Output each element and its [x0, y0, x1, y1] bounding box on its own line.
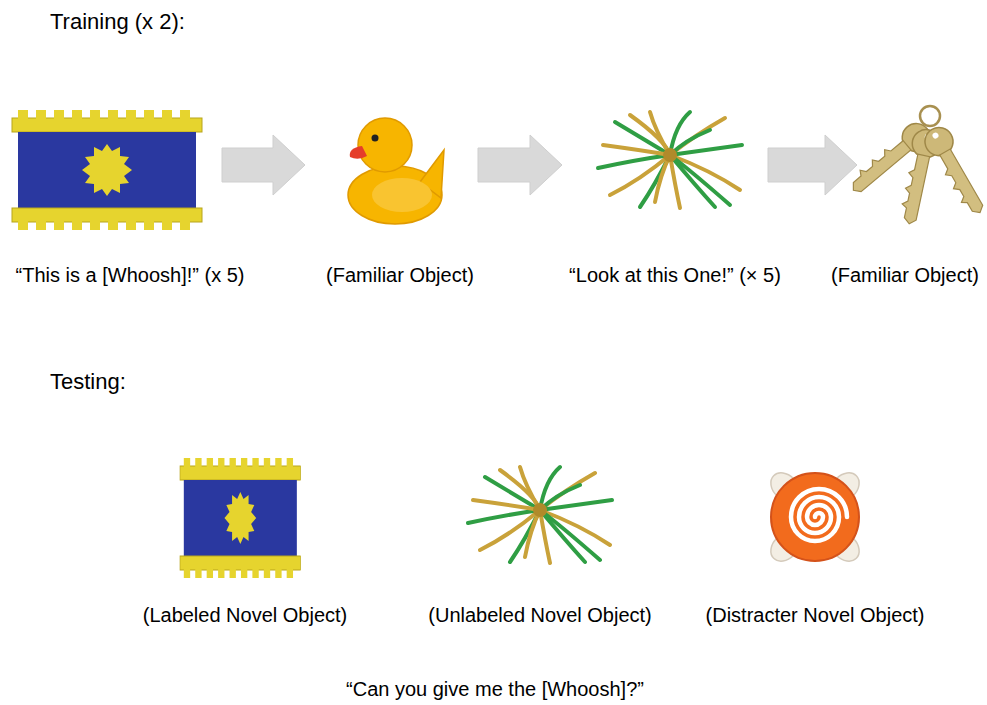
keys-figure	[844, 106, 987, 227]
object-caption: (Familiar Object)	[831, 263, 979, 287]
object-caption: (Labeled Novel Object)	[143, 603, 348, 627]
object-caption: (Distracter Novel Object)	[706, 603, 925, 627]
flow-arrow	[222, 135, 305, 195]
labeled-novel-object	[180, 458, 301, 578]
distracter-novel-object	[765, 467, 865, 567]
object-caption: “This is a [Whoosh]!” (x 5)	[16, 263, 245, 287]
test-prompt: “Can you give me the [Whoosh]?”	[346, 677, 644, 701]
figure-node: (Familiar Object)	[305, 105, 478, 225]
section-heading: Training (x 2):	[50, 9, 185, 35]
unlabeled-novel-object	[598, 112, 742, 208]
flow-arrow	[478, 135, 562, 195]
flow-arrow	[768, 135, 857, 195]
figure-node: (Labeled Novel Object)	[180, 455, 302, 580]
object-caption: “Look at this One!” (× 5)	[569, 263, 781, 287]
figure-node: (Unlabeled Novel Object)	[465, 460, 615, 570]
object-caption: (Familiar Object)	[326, 263, 474, 287]
figure-node: (Distracter Novel Object)	[755, 460, 875, 575]
figure-node: (Familiar Object)	[857, 105, 985, 225]
duck-figure	[348, 118, 444, 224]
object-caption: (Unlabeled Novel Object)	[428, 603, 651, 627]
unlabeled-novel-object	[468, 467, 612, 563]
section-heading: Testing:	[50, 369, 126, 395]
figure-node: “Look at this One!” (× 5)	[562, 105, 768, 225]
labeled-novel-object	[12, 110, 202, 230]
figure-node: “This is a [Whoosh]!” (x 5)	[10, 105, 222, 225]
